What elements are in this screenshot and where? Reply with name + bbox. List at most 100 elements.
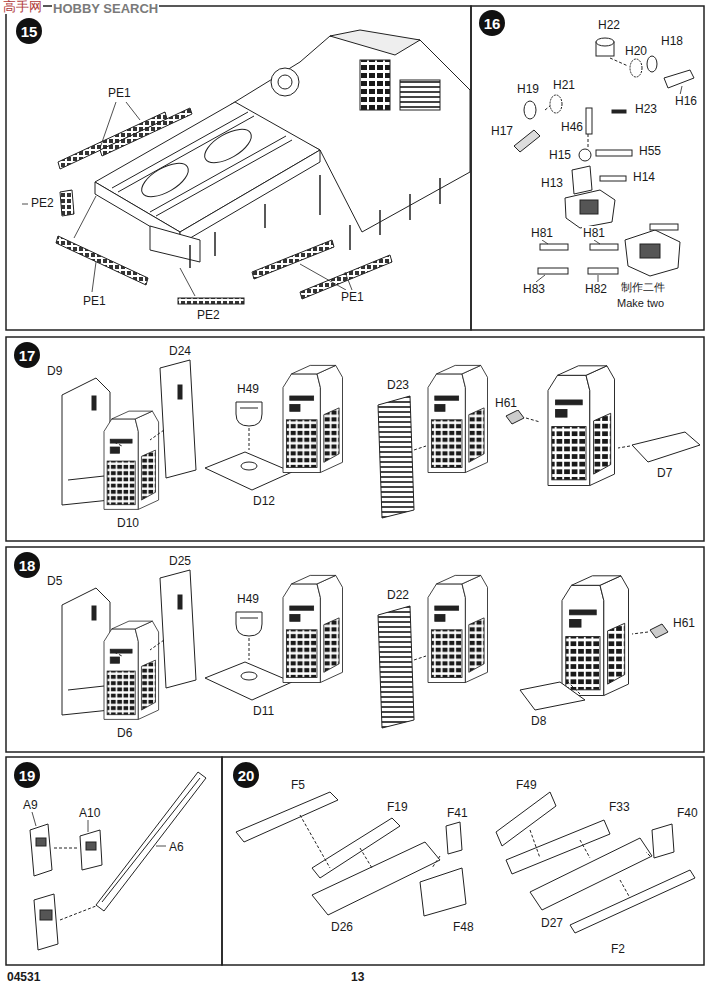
gun-turret-parts [572,166,592,194]
part-number: H83 [522,282,546,296]
part-number: D6 [116,726,133,740]
part-number: A10 [78,806,101,820]
ship-deck-drawing [271,68,299,96]
hull-side-parts [530,830,540,858]
part-number: H21 [552,78,576,92]
part-number: D10 [116,516,140,530]
gun-turret-parts [540,244,568,250]
mast-arm-parts [60,906,96,920]
funnel-step-17 [632,432,700,462]
ship-deck-drawing [349,225,351,250]
mast-arm-parts [80,830,102,870]
step-number: 20 [233,762,259,788]
step-number-text: 20 [238,768,255,783]
step-number-text: 17 [19,348,36,363]
ship-deck-drawing [439,178,441,204]
gun-turret-parts [664,70,694,88]
mast-arm-parts [30,772,206,950]
part-number: D23 [386,378,410,392]
part-number: H49 [236,382,260,396]
mast-arm-parts [102,778,200,902]
ship-deck-drawing [180,150,320,244]
gun-turret-parts [596,150,632,156]
part-number: PE1 [82,294,107,308]
ship-deck-drawing [400,80,440,110]
gun-turret-parts [640,244,660,258]
funnel-step-17 [548,366,615,486]
ship-deck-drawing [252,240,334,279]
hull-side-parts [236,792,338,842]
gun-turret-parts [542,240,548,244]
hull-side-parts [300,815,650,898]
step-number: 16 [479,10,505,36]
ship-deck-drawing [360,60,390,110]
gun-turret-parts [647,56,657,72]
mast-arm-parts [88,820,89,832]
hull-side-parts [496,792,556,846]
part-number: D5 [46,574,63,588]
gun-turret-parts [600,176,626,181]
ship-deck-drawing [319,175,321,215]
ship-deck-drawing [409,194,411,220]
ship-deck-drawing [100,102,116,148]
part-number: H61 [672,616,696,630]
mast-arm-parts [96,772,206,911]
step-number: 18 [14,552,40,578]
gun-turret-parts [630,59,642,77]
part-number: D8 [530,714,547,728]
funnel-step-18 [650,624,668,638]
gun-turret-parts [650,224,678,230]
part-number: H23 [634,102,658,116]
ship-deck-drawing [178,298,244,304]
gun-turret-parts [590,244,618,250]
hull-side-parts [300,815,330,868]
gun-turret-parts [598,275,599,282]
funnel-step-18 [62,570,488,728]
part-number: D24 [168,344,192,358]
ship-deck-drawing [150,136,286,212]
note: 制作二件 [620,280,666,294]
gun-turret-parts [514,130,540,152]
hull-side-parts [570,870,695,933]
watermark: HOBBY SEARCH [52,2,159,16]
gun-turret-parts [580,200,598,214]
ship-deck-drawing [278,75,292,89]
ship-deck-drawing [189,245,191,268]
panel-frames [471,6,704,330]
ship-deck-drawing [150,226,200,262]
funnel-step-17 [62,360,488,518]
ship-deck-drawing [379,210,381,235]
part-number: H82 [584,282,608,296]
part-number: D22 [386,588,410,602]
ship-deck-drawing [126,102,140,120]
gun-turret-parts [545,106,550,110]
part-number: H20 [624,44,648,58]
part-number: H61 [494,396,518,410]
ship-deck-drawing [112,112,248,188]
ship-deck-drawing [300,264,346,290]
gun-turret-parts [524,101,536,119]
gun-turret-parts [536,275,545,282]
ship-deck-drawing [56,236,148,285]
step-number: 15 [16,18,42,44]
page-number: 13 [350,970,365,984]
hull-side-parts [432,856,440,868]
part-number: H55 [638,144,662,158]
part-number: D26 [330,920,354,934]
ship-deck-drawing [74,196,96,238]
funnel-step-18 [632,632,648,634]
part-number: H19 [516,82,540,96]
hull-side-parts [620,880,630,898]
part-number: F33 [608,800,631,814]
part-number: D12 [252,494,276,508]
part-number: A6 [168,840,185,854]
panel-frames [6,6,471,330]
gun-turret-parts [550,95,562,113]
part-number: D25 [168,554,192,568]
ship-deck-drawing [22,102,352,296]
ship-deck-drawing [92,262,96,292]
gun-turret-parts [588,134,589,148]
part-number: F5 [290,778,306,792]
